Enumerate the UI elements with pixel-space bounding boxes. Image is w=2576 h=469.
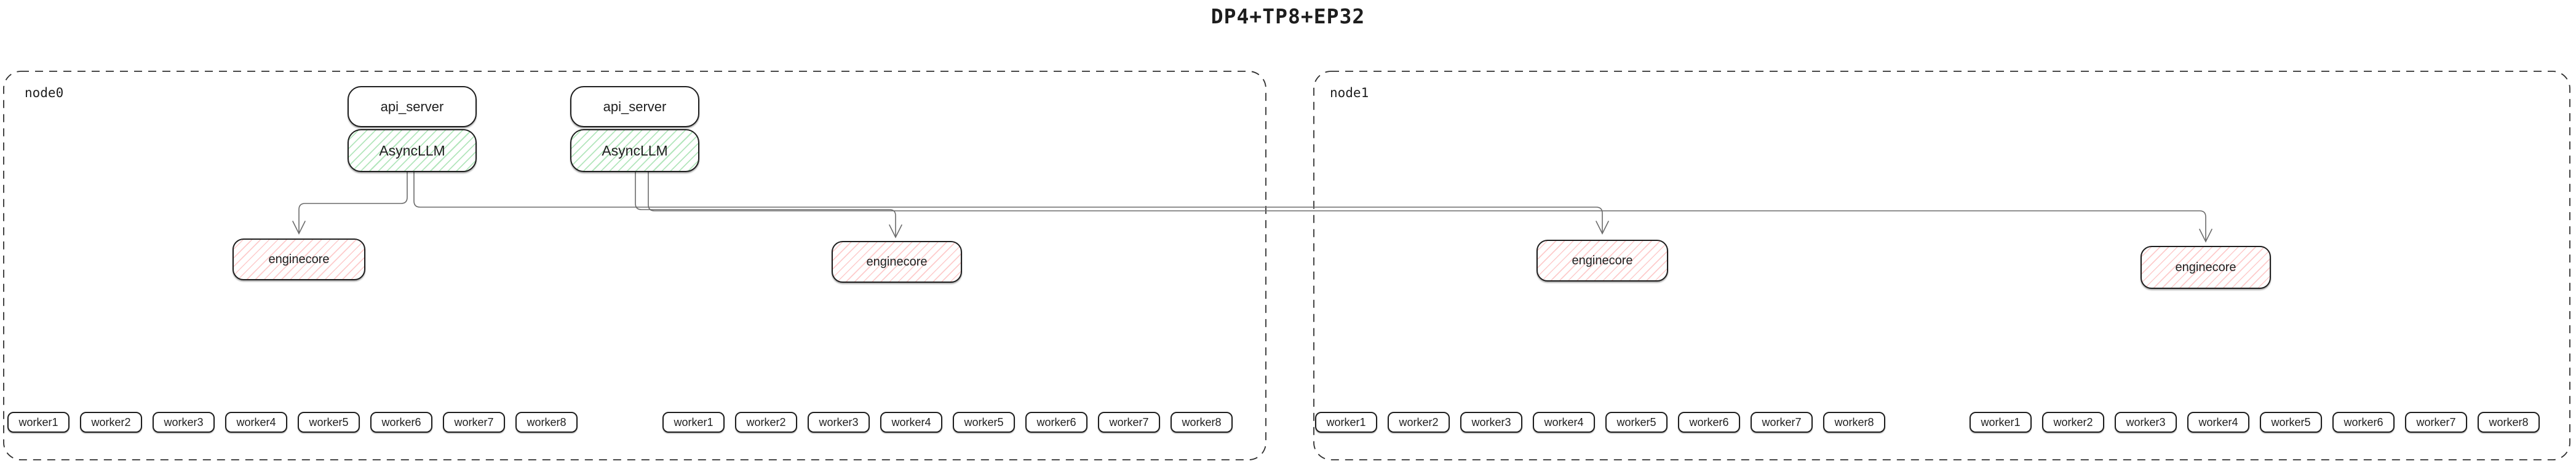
worker-box: worker3: [808, 412, 870, 433]
worker-box: worker8: [1823, 412, 1885, 433]
node1-container: [1313, 71, 2570, 460]
node1-label: node1: [1330, 85, 1369, 100]
api-server-box-2: api_server: [570, 86, 699, 127]
worker-box: worker2: [2042, 412, 2104, 433]
worker-box: worker6: [2332, 412, 2395, 433]
worker-box: worker8: [515, 412, 578, 433]
worker-box: worker7: [2405, 412, 2467, 433]
worker-box: worker7: [443, 412, 505, 433]
enginecore-box-2: enginecore: [832, 241, 962, 283]
worker-box: worker8: [1171, 412, 1233, 433]
worker-group-4: worker1 worker2 worker3 worker4 worker5 …: [1970, 412, 2540, 433]
worker-box: worker2: [735, 412, 797, 433]
worker-box: worker4: [1533, 412, 1595, 433]
worker-box: worker5: [2260, 412, 2322, 433]
worker-box: worker3: [2115, 412, 2177, 433]
worker-box: worker1: [7, 412, 70, 433]
worker-box: worker7: [1098, 412, 1160, 433]
asyncllm-box-1: AsyncLLM: [348, 129, 477, 172]
arrowhead-enginecore2: [889, 224, 902, 238]
diagram-title: DP4+TP8+EP32: [1210, 4, 1366, 28]
enginecore-box-1: enginecore: [233, 238, 365, 280]
worker-box: worker3: [1460, 412, 1522, 433]
wire-asyncllm1-to-enginecore3: [413, 171, 1603, 233]
worker-group-3: worker1 worker2 worker3 worker4 worker5 …: [1315, 412, 1885, 433]
worker-box: worker5: [1605, 412, 1668, 433]
worker-box: worker3: [153, 412, 215, 433]
worker-group-2: worker1 worker2 worker3 worker4 worker5 …: [662, 412, 1233, 433]
wire-asyncllm1-to-enginecore1: [298, 171, 408, 233]
worker-box: worker4: [2187, 412, 2249, 433]
worker-box: worker5: [953, 412, 1015, 433]
worker-box: worker4: [225, 412, 287, 433]
enginecore-box-3: enginecore: [1536, 240, 1668, 282]
node0-label: node0: [25, 85, 64, 100]
worker-group-1: worker1 worker2 worker3 worker4 worker5 …: [7, 412, 578, 433]
node0-container: [3, 71, 1266, 460]
arrowhead-enginecore4: [2199, 229, 2212, 243]
worker-box: worker6: [370, 412, 432, 433]
worker-box: worker8: [2478, 412, 2540, 433]
api-server-box-1: api_server: [348, 86, 477, 127]
worker-box: worker1: [1970, 412, 2032, 433]
worker-box: worker2: [80, 412, 142, 433]
arrowhead-enginecore1: [292, 221, 306, 235]
worker-box: worker1: [662, 412, 725, 433]
worker-box: worker2: [1388, 412, 1450, 433]
worker-box: worker4: [880, 412, 942, 433]
asyncllm-box-2: AsyncLLM: [570, 129, 699, 172]
worker-box: worker6: [1678, 412, 1740, 433]
worker-box: worker6: [1025, 412, 1087, 433]
wire-asyncllm2-to-enginecore4: [648, 171, 2206, 241]
wire-asyncllm2-to-enginecore2: [635, 171, 896, 237]
arrowhead-enginecore3: [1596, 221, 1609, 235]
worker-box: worker5: [298, 412, 360, 433]
enginecore-box-4: enginecore: [2141, 246, 2271, 289]
worker-box: worker1: [1315, 412, 1377, 433]
worker-box: worker7: [1751, 412, 1813, 433]
